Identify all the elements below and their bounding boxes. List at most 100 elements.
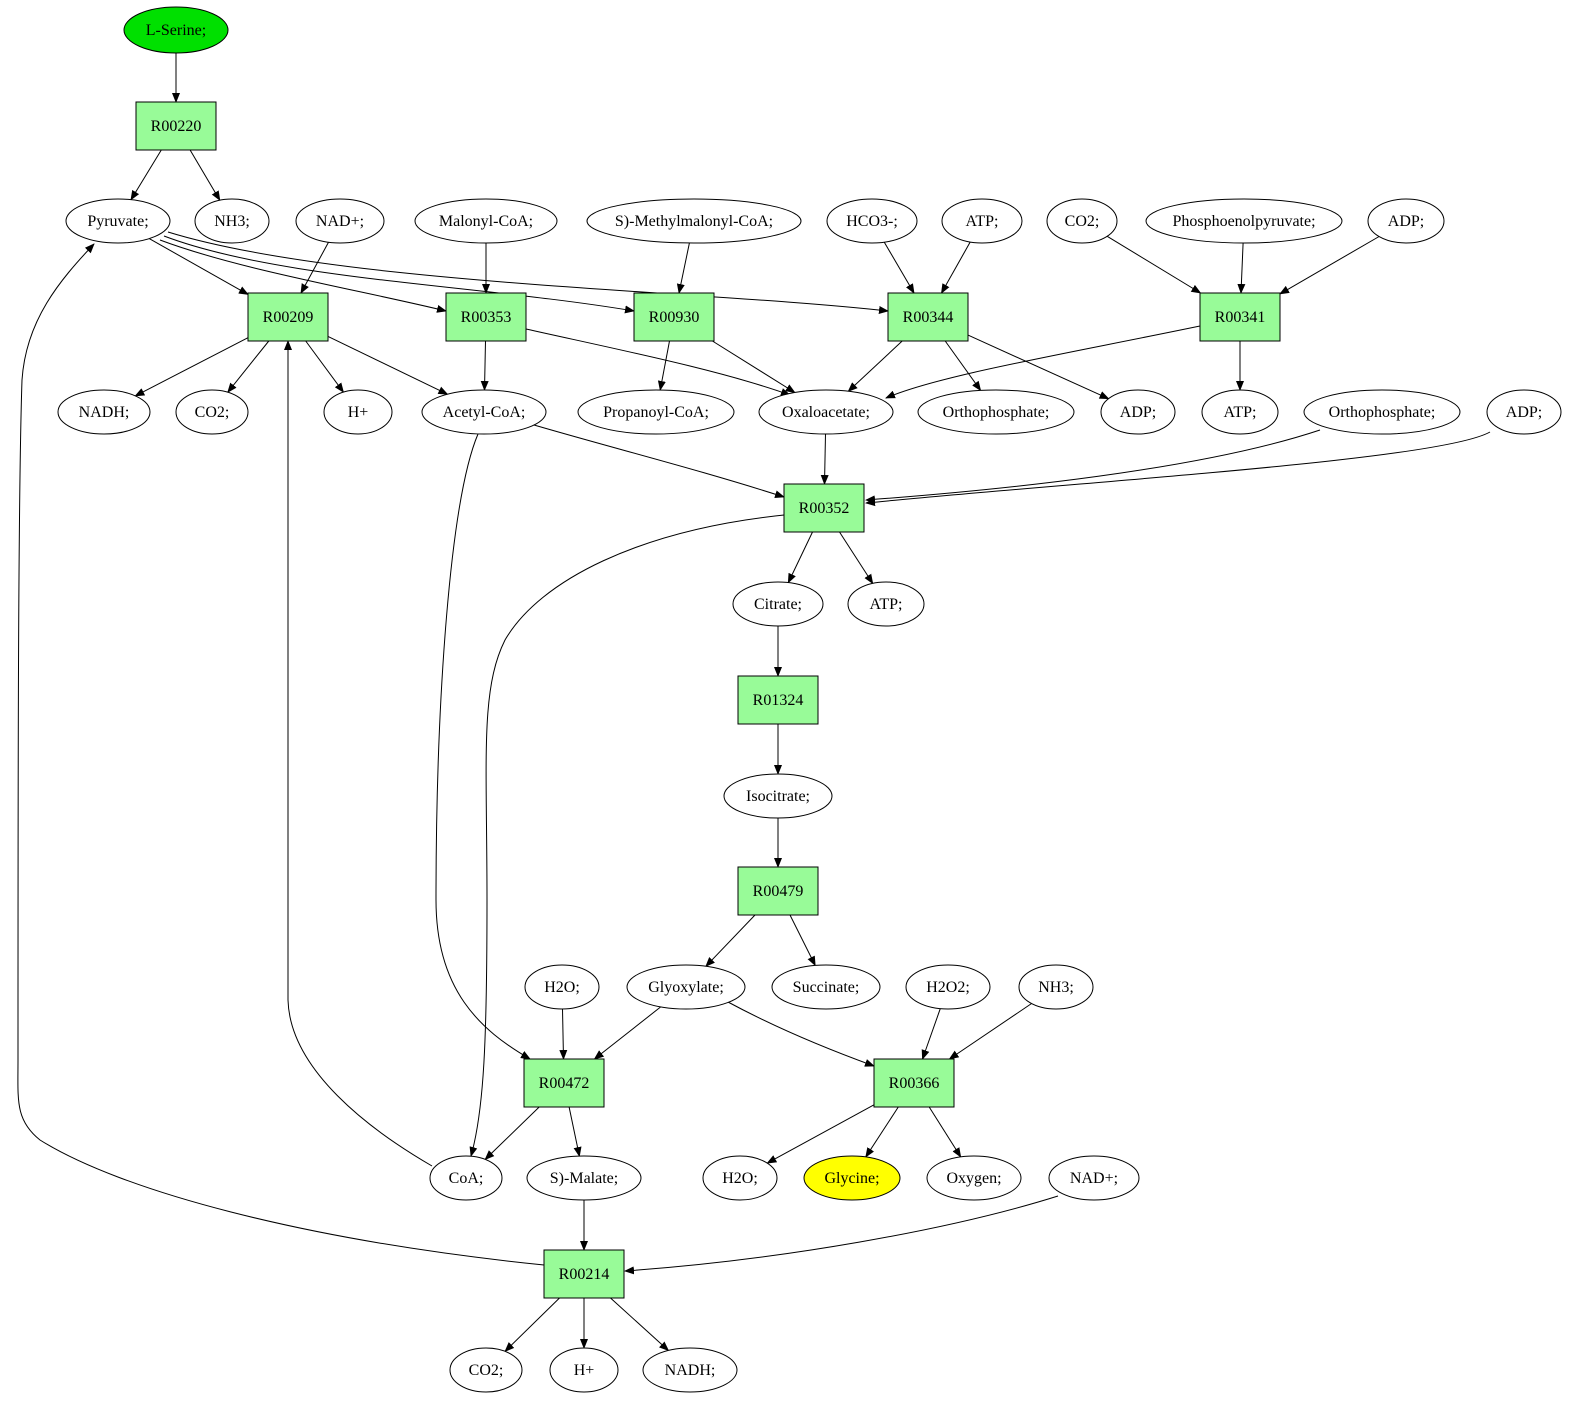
- metabolite-node-l-serine[interactable]: L-Serine;: [123, 6, 229, 54]
- edge-coa-to-r00209: [284, 340, 433, 1167]
- reaction-node-r00344[interactable]: R00344: [887, 292, 969, 342]
- metabolite-node-acetyl-coa[interactable]: Acetyl-CoA;: [421, 389, 547, 435]
- edge-nadplus-a-to-r00209: [300, 241, 329, 294]
- reaction-node-r00352[interactable]: R00352: [783, 483, 865, 533]
- edge-r00366-to-oxygen: [928, 1106, 962, 1158]
- reaction-node-r00930[interactable]: R00930: [633, 292, 715, 342]
- metabolite-node-atp-a[interactable]: ATP;: [941, 198, 1023, 244]
- metabolite-node-co2-b[interactable]: CO2;: [175, 389, 249, 435]
- node-label: L-Serine;: [146, 22, 206, 39]
- edge-nh3-b-to-r00366: [948, 1003, 1032, 1060]
- metabolite-node-nadplus-b[interactable]: NAD+;: [1048, 1155, 1140, 1201]
- metabolite-node-h2o-a[interactable]: H2O;: [524, 964, 600, 1010]
- metabolite-node-pyruvate[interactable]: Pyruvate;: [65, 198, 171, 244]
- metabolite-node-glycine[interactable]: Glycine;: [803, 1155, 901, 1201]
- reaction-node-r00341[interactable]: R00341: [1199, 292, 1281, 342]
- reaction-node-r00220[interactable]: R00220: [135, 101, 217, 151]
- node-label: Phosphoenolpyruvate;: [1172, 213, 1315, 230]
- metabolite-ellipse: [57, 389, 151, 435]
- node-label: R00472: [539, 1075, 590, 1092]
- edge-r00344-to-oxaloacetate: [847, 340, 903, 392]
- metabolite-node-atp-c[interactable]: ATP;: [847, 581, 925, 627]
- metabolite-ellipse: [941, 198, 1023, 244]
- edge-s-methylmalonyl-coa-to-r00930: [676, 242, 690, 294]
- metabolite-node-orthophosphate-b[interactable]: Orthophosphate;: [1303, 389, 1461, 435]
- node-label: H2O2;: [926, 979, 970, 996]
- node-label: ATP;: [1224, 404, 1257, 421]
- metabolite-ellipse: [732, 581, 824, 627]
- edge-glyoxylate-to-r00366: [727, 1001, 875, 1067]
- metabolite-ellipse: [771, 964, 881, 1010]
- metabolite-node-hplus-b[interactable]: H+: [549, 1347, 619, 1393]
- node-label: Orthophosphate;: [943, 404, 1050, 421]
- metabolite-node-adp-a[interactable]: ADP;: [1367, 198, 1445, 244]
- metabolite-ellipse: [524, 964, 600, 1010]
- metabolite-node-h2o-b[interactable]: H2O;: [702, 1155, 778, 1201]
- metabolite-node-s-methylmalonyl-coa[interactable]: S)-Methylmalonyl-CoA;: [586, 198, 802, 244]
- metabolite-node-glyoxylate[interactable]: Glyoxylate;: [626, 964, 746, 1010]
- metabolite-node-co2-a[interactable]: CO2;: [1046, 198, 1118, 244]
- metabolite-ellipse: [905, 964, 991, 1010]
- reaction-node-r00479[interactable]: R00479: [737, 866, 819, 916]
- metabolite-node-oxaloacetate[interactable]: Oxaloacetate;: [758, 389, 894, 435]
- edge-r00341-to-oxaloacetate: [885, 325, 1201, 399]
- reaction-box: [1199, 292, 1281, 342]
- reaction-node-r00366[interactable]: R00366: [873, 1058, 955, 1108]
- edge-adp-a-to-r00341: [1279, 236, 1380, 295]
- metabolite-node-atp-b[interactable]: ATP;: [1201, 389, 1279, 435]
- edge-glyoxylate-to-r00472: [593, 1006, 662, 1060]
- metabolite-node-nadh-b[interactable]: NADH;: [642, 1347, 738, 1393]
- node-label: NADH;: [79, 404, 130, 421]
- metabolite-ellipse: [847, 581, 925, 627]
- node-label: Orthophosphate;: [1329, 404, 1436, 421]
- metabolite-node-nadh-a[interactable]: NADH;: [57, 389, 151, 435]
- metabolite-ellipse: [526, 1155, 642, 1201]
- metabolite-node-propanoyl-coa[interactable]: Propanoyl-CoA;: [577, 389, 735, 435]
- node-label: CO2;: [195, 404, 230, 421]
- metabolite-node-nh3-a[interactable]: NH3;: [194, 198, 270, 244]
- reaction-node-r01324[interactable]: R01324: [737, 675, 819, 725]
- metabolite-node-s-malate[interactable]: S)-Malate;: [526, 1155, 642, 1201]
- reaction-box: [783, 483, 865, 533]
- node-label: NAD+;: [1070, 1170, 1118, 1187]
- node-label: NAD+;: [316, 213, 364, 230]
- metabolite-node-coa[interactable]: CoA;: [429, 1155, 503, 1201]
- edge-hco3-to-r00344: [883, 241, 915, 294]
- node-label: NH3;: [214, 213, 250, 230]
- node-label: ATP;: [870, 596, 903, 613]
- metabolite-node-adp-c[interactable]: ADP;: [1486, 389, 1562, 435]
- metabolite-node-malonyl-coa[interactable]: Malonyl-CoA;: [414, 198, 558, 244]
- metabolite-ellipse: [194, 198, 270, 244]
- reaction-node-r00214[interactable]: R00214: [543, 1249, 625, 1299]
- reaction-node-r00472[interactable]: R00472: [523, 1058, 605, 1108]
- metabolite-ellipse: [803, 1155, 901, 1201]
- metabolite-node-succinate[interactable]: Succinate;: [771, 964, 881, 1010]
- edge-r00220-to-nh3-a: [189, 149, 221, 202]
- metabolite-node-oxygen[interactable]: Oxygen;: [926, 1155, 1022, 1201]
- node-label: Isocitrate;: [746, 788, 810, 805]
- reaction-node-r00353[interactable]: R00353: [445, 292, 527, 342]
- metabolite-node-nadplus-a[interactable]: NAD+;: [295, 198, 385, 244]
- reaction-node-r00209[interactable]: R00209: [247, 292, 329, 342]
- metabolite-ellipse: [323, 389, 393, 435]
- node-label: Oxaloacetate;: [782, 404, 870, 421]
- metabolite-node-co2-c[interactable]: CO2;: [449, 1347, 523, 1393]
- metabolite-ellipse: [1303, 389, 1461, 435]
- node-label: NH3;: [1038, 979, 1074, 996]
- metabolite-node-isocitrate[interactable]: Isocitrate;: [723, 773, 833, 819]
- metabolite-node-hplus-a[interactable]: H+: [323, 389, 393, 435]
- metabolite-node-citrate[interactable]: Citrate;: [732, 581, 824, 627]
- metabolite-ellipse: [926, 1155, 1022, 1201]
- node-label: R00353: [461, 309, 512, 326]
- metabolite-node-adp-b[interactable]: ADP;: [1100, 389, 1176, 435]
- metabolite-node-pep[interactable]: Phosphoenolpyruvate;: [1145, 198, 1343, 244]
- metabolite-node-h2o2[interactable]: H2O2;: [905, 964, 991, 1010]
- metabolite-node-nh3-b[interactable]: NH3;: [1018, 964, 1094, 1010]
- metabolite-ellipse: [421, 389, 547, 435]
- node-label: R00341: [1215, 309, 1266, 326]
- edge-r00209-to-nadh-a: [134, 337, 249, 397]
- metabolite-node-hco3[interactable]: HCO3-;: [826, 198, 918, 244]
- metabolite-node-orthophosphate-a[interactable]: Orthophosphate;: [917, 389, 1075, 435]
- metabolite-ellipse: [1046, 198, 1118, 244]
